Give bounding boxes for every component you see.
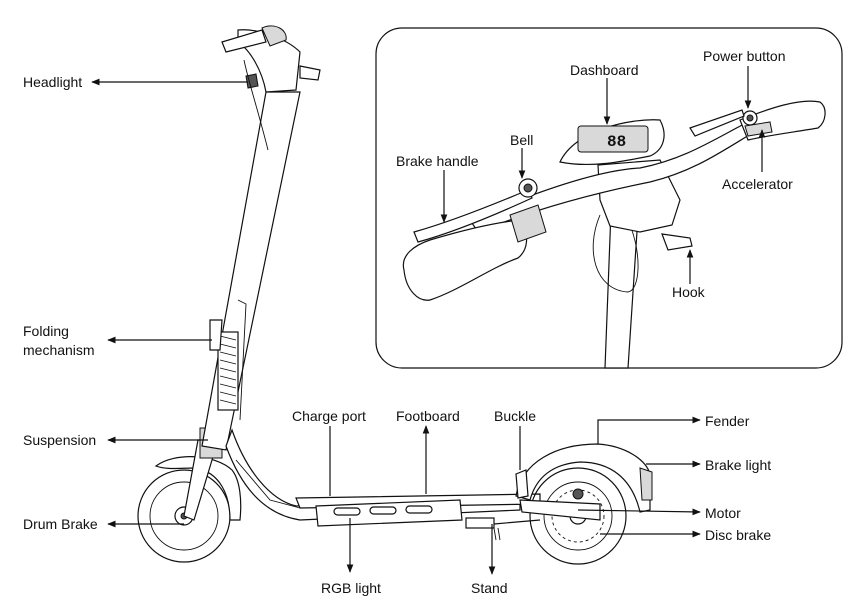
label-brake-handle: Brake handle (396, 153, 479, 169)
label-suspension: Suspension (23, 432, 97, 448)
label-brake-light: Brake light (705, 457, 772, 473)
label-folding-line2: mechanism (23, 342, 95, 358)
label-headlight: Headlight (23, 74, 83, 90)
label-disc-brake: Disc brake (705, 527, 772, 543)
headlight-shape (245, 73, 259, 89)
motor-leader (577, 508, 701, 516)
label-charge-port: Charge port (292, 408, 366, 424)
label-bell: Bell (510, 132, 534, 148)
dashboard-speed-digits: 88 (607, 133, 626, 151)
dashboard-screen (577, 125, 649, 153)
label-drum-brake: Drum Brake (23, 516, 98, 532)
label-rgb-light: RGB light (321, 580, 381, 596)
fender-leader (597, 416, 701, 444)
label-folding-line1: Folding (23, 323, 69, 339)
label-accelerator: Accelerator (722, 176, 793, 192)
label-motor: Motor (705, 505, 741, 521)
rear-wheel (529, 467, 627, 565)
scooter-body (137, 25, 653, 565)
label-hook: Hook (672, 284, 705, 300)
label-footboard: Footboard (396, 408, 460, 424)
label-buckle: Buckle (494, 408, 537, 424)
rear-fender-shape (515, 443, 651, 513)
folding-spring (219, 335, 237, 405)
label-stand: Stand (471, 580, 508, 596)
label-power-button: Power button (703, 48, 786, 64)
label-fender: Fender (705, 413, 750, 429)
label-dashboard: Dashboard (570, 62, 639, 78)
stand-shape (465, 517, 495, 529)
handlebar-detail: 88 (402, 100, 826, 369)
